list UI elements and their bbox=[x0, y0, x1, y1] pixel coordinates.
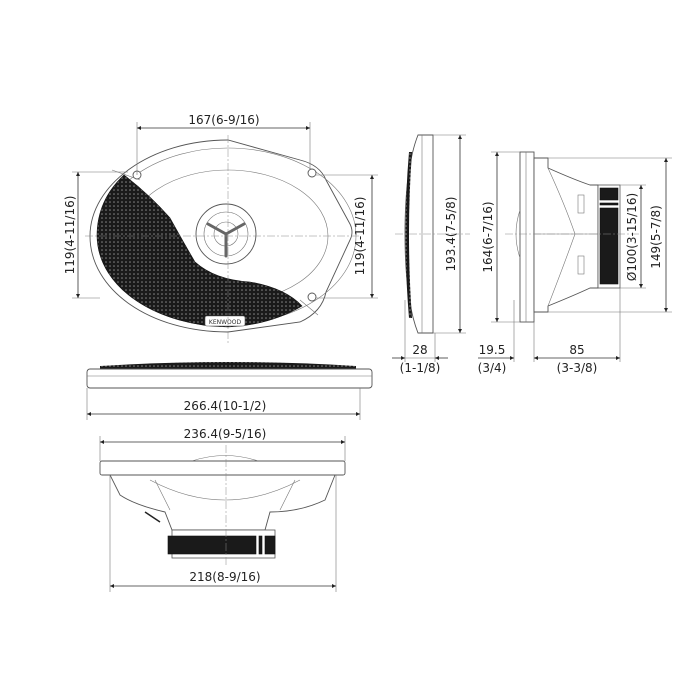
dim-right-height: 119(4-11/16) bbox=[353, 197, 367, 276]
grille-side-view: 193.4(7-5/8) 28 (1-1/8) bbox=[392, 134, 470, 375]
grille-edge-view: 266.4(10-1/2) bbox=[86, 362, 373, 420]
dim-flange-width: 236.4(9-5/16) bbox=[184, 427, 267, 441]
dim-basket-width: 218(8-9/16) bbox=[189, 570, 260, 584]
dim-basket-height: 149(5-7/8) bbox=[649, 205, 663, 269]
dim-left-height: 119(4-11/16) bbox=[63, 196, 77, 275]
dim-grille-depth-mm: 28 bbox=[412, 343, 427, 357]
brand-logo-text: KENWOOD bbox=[209, 319, 242, 326]
grille-mesh bbox=[96, 174, 303, 328]
dim-top-width: 167(6-9/16) bbox=[188, 113, 259, 127]
speaker-profile-view: 236.4(9-5/16) 218(8-9/16) bbox=[99, 427, 346, 592]
dim-magnet-diameter: Ø100(3-15/16) bbox=[625, 193, 639, 281]
front-view: KENWOOD 167(6-9/16) 119(4-11/16) 119(4-1… bbox=[63, 113, 378, 345]
dim-flange-depth-mm: 19.5 bbox=[479, 343, 506, 357]
brand-badge bbox=[204, 315, 246, 327]
dim-mount-height: 164(6-7/16) bbox=[481, 201, 495, 272]
dim-flange-depth-in: (3/4) bbox=[478, 361, 507, 375]
dim-grille-height: 193.4(7-5/8) bbox=[444, 197, 458, 272]
dim-mount-depth-mm: 85 bbox=[569, 343, 584, 357]
dim-grille-depth-in: (1-1/8) bbox=[400, 361, 441, 375]
dim-mount-depth-in: (3-3/8) bbox=[557, 361, 598, 375]
dim-overall-width: 266.4(10-1/2) bbox=[184, 399, 267, 413]
tweeter-bridge-icon bbox=[206, 222, 246, 258]
speaker-side-view: 164(6-7/16) Ø100(3-15/16) 149(5-7/8) 19.… bbox=[478, 151, 672, 375]
